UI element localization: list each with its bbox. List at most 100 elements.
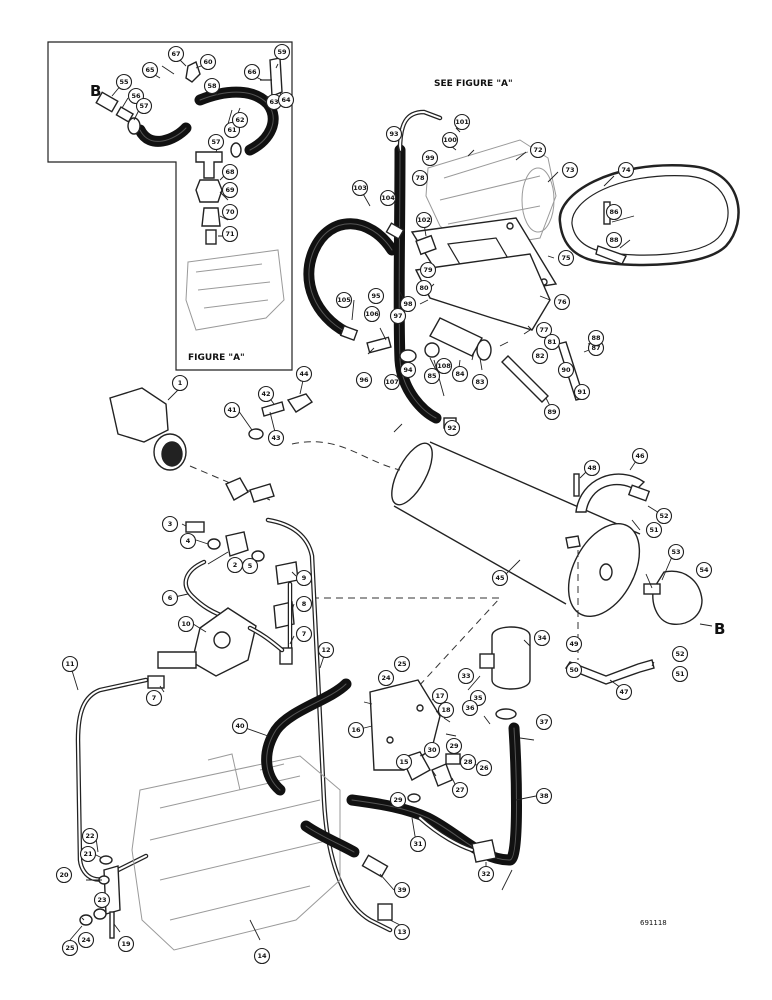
callout: 106: [363, 305, 381, 323]
svg-text:16: 16: [351, 726, 361, 734]
callout: 85: [423, 367, 441, 385]
callouts: 1 2 3 4 5 6 7 7 8 9 10 11 12 13 14 15 16…: [55, 43, 713, 965]
svg-text:103: 103: [353, 184, 367, 192]
svg-text:37: 37: [539, 718, 548, 726]
callout: 80: [415, 279, 433, 297]
callout: 77: [535, 321, 553, 339]
callout: 92: [443, 419, 461, 437]
callout: 42: [257, 385, 275, 403]
inset-connector-label: B: [90, 82, 101, 100]
svg-text:24: 24: [381, 674, 391, 682]
callout: 20: [55, 866, 73, 884]
callout: 43: [267, 429, 285, 447]
callout: 97: [389, 307, 407, 325]
callout: 86: [605, 203, 623, 221]
callout: 69: [221, 181, 239, 199]
callout: 54: [695, 561, 713, 579]
callout: 47: [615, 683, 633, 701]
svg-text:92: 92: [447, 424, 456, 432]
callout: 37: [535, 713, 553, 731]
callout: 7: [145, 689, 163, 707]
svg-text:97: 97: [393, 312, 402, 320]
svg-text:25: 25: [65, 944, 75, 952]
compressor-assembly: [303, 109, 740, 433]
svg-text:59: 59: [277, 48, 287, 56]
svg-text:19: 19: [121, 940, 131, 948]
figure-a-inset: [47, 41, 293, 371]
svg-text:36: 36: [465, 704, 475, 712]
svg-text:43: 43: [271, 434, 280, 442]
callout: 88: [605, 231, 623, 249]
callout: 73: [561, 161, 579, 179]
callout: 88: [587, 329, 605, 347]
callout: 66: [243, 63, 261, 81]
callout: 50: [565, 661, 583, 679]
svg-text:88: 88: [609, 236, 619, 244]
svg-text:93: 93: [389, 130, 398, 138]
callout: 102: [415, 211, 433, 229]
callout: 38: [535, 787, 553, 805]
svg-text:86: 86: [609, 208, 619, 216]
svg-text:45: 45: [495, 574, 505, 582]
callout: 103: [351, 179, 369, 197]
svg-text:47: 47: [619, 688, 628, 696]
hose-40: [261, 678, 352, 796]
svg-text:18: 18: [441, 706, 451, 714]
callout: 24: [377, 669, 395, 687]
callout: 74: [617, 161, 635, 179]
svg-text:32: 32: [481, 870, 490, 878]
inset-caption: FIGURE "A": [188, 353, 245, 363]
belt: [558, 164, 740, 267]
svg-text:27: 27: [455, 786, 464, 794]
part-1: [109, 387, 169, 443]
svg-text:40: 40: [235, 722, 245, 730]
callout: 59: [273, 43, 291, 61]
svg-text:25: 25: [397, 660, 407, 668]
svg-text:56: 56: [131, 92, 141, 100]
callout: 14: [253, 947, 271, 965]
bracket-20: [103, 865, 121, 915]
callout: 64: [277, 91, 295, 109]
callout: 107: [383, 373, 401, 391]
callout: 36: [461, 699, 479, 717]
svg-text:52: 52: [675, 650, 684, 658]
svg-text:48: 48: [587, 464, 597, 472]
callout: 49: [565, 635, 583, 653]
svg-text:71: 71: [225, 230, 235, 238]
svg-text:39: 39: [397, 886, 407, 894]
callout: 48: [583, 459, 601, 477]
callout: 23: [93, 891, 111, 909]
callout: 27: [451, 781, 469, 799]
main-connector-label: B: [714, 620, 725, 638]
callout: 100: [441, 131, 459, 149]
callout: 5: [241, 557, 259, 575]
svg-text:96: 96: [359, 376, 369, 384]
valve-54: [652, 570, 703, 625]
callout: 8: [295, 595, 313, 613]
inset-frame: [47, 41, 293, 371]
callout: 4: [179, 532, 197, 550]
callout: 53: [667, 543, 685, 561]
svg-text:94: 94: [403, 366, 413, 374]
svg-text:41: 41: [227, 406, 237, 414]
svg-text:10: 10: [181, 620, 191, 628]
callout: 57: [207, 133, 225, 151]
svg-text:11: 11: [65, 660, 75, 668]
svg-text:64: 64: [281, 96, 291, 104]
svg-text:8: 8: [302, 600, 307, 608]
svg-text:69: 69: [225, 186, 235, 194]
callout: 29: [389, 791, 407, 809]
callout: 12: [317, 641, 335, 659]
svg-text:51: 51: [649, 526, 659, 534]
svg-text:70: 70: [225, 208, 235, 216]
filter-34: [491, 626, 531, 690]
svg-text:35: 35: [473, 694, 483, 702]
svg-text:74: 74: [621, 166, 631, 174]
callout: 3: [161, 515, 179, 533]
svg-text:50: 50: [569, 666, 579, 674]
callout: 57: [135, 97, 153, 115]
svg-text:17: 17: [435, 692, 444, 700]
callout: 45: [491, 569, 509, 587]
svg-text:75: 75: [561, 254, 571, 262]
